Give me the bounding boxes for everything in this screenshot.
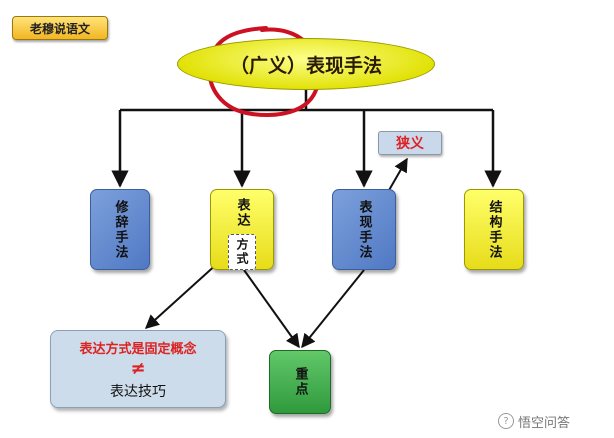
watermark: ? 悟空问答: [498, 410, 610, 432]
root-node: （广义）表现手法: [177, 38, 435, 90]
node-fangshi: 方式: [228, 234, 256, 270]
node-focus-label: 重点: [292, 367, 308, 397]
arrow-biaoxian-to-focus: [301, 269, 365, 349]
node-xiuci: 修辞手法: [90, 189, 150, 270]
arrow-fangshi-to-focus: [243, 269, 300, 349]
node-jiegou: 结构手法: [464, 189, 524, 270]
node-biaoxian: 表现手法: [332, 189, 396, 270]
node-narrow: 狭义: [378, 131, 442, 155]
node-fangshi-label: 方式: [235, 238, 249, 266]
node-focus: 重点: [269, 350, 331, 414]
author-badge: 老穆说语文: [12, 16, 108, 40]
author-badge-label: 老穆说语文: [29, 21, 90, 36]
concept-line-1: 表达方式是固定概念: [79, 341, 197, 357]
node-biaoxian-label: 表现手法: [356, 199, 372, 260]
node-biaoda-label: 表达: [234, 198, 250, 228]
concept-line-2: 表达技巧: [110, 383, 166, 400]
watermark-text: 悟空问答: [518, 415, 571, 431]
node-narrow-label: 狭义: [396, 136, 424, 152]
node-xiuci-label: 修辞手法: [112, 199, 128, 260]
root-node-label: （广义）表现手法: [229, 54, 382, 77]
node-jiegou-label: 结构手法: [486, 199, 502, 260]
concept-box: 表达方式是固定概念 ≠ 表达技巧: [50, 330, 226, 408]
wukong-logo-icon: ?: [498, 413, 514, 429]
not-equal-symbol: ≠: [130, 357, 146, 379]
